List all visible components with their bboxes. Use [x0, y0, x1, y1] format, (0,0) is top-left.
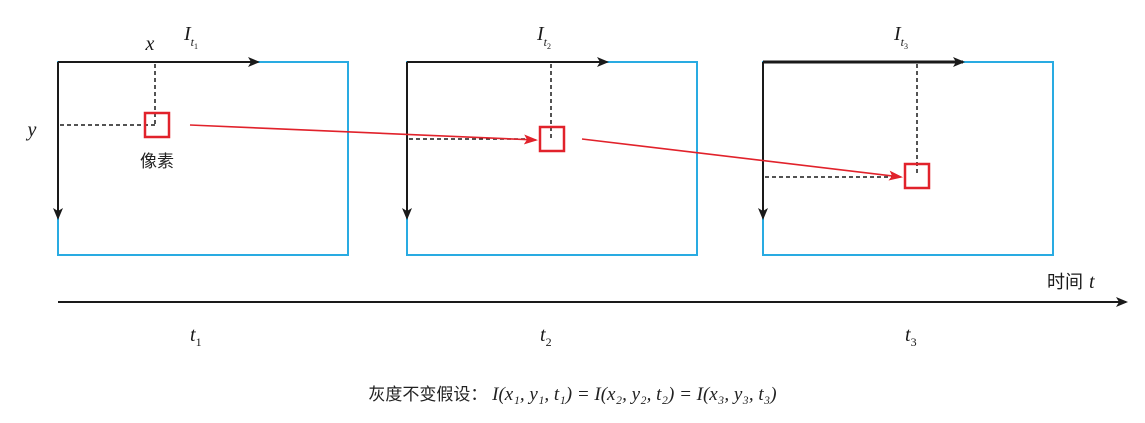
formula-label: 灰度不变假设： — [368, 385, 488, 405]
image-label-3: It3 — [893, 23, 908, 51]
time-label-3: t3 — [905, 324, 917, 349]
pixel-box-1 — [143, 111, 171, 139]
x-axis-label: x — [145, 33, 155, 55]
frame-3: It3 — [758, 23, 1054, 256]
pixel-box-3 — [903, 162, 931, 190]
time-label-2: t2 — [540, 324, 552, 349]
image-label-2: It2 — [536, 23, 551, 51]
frame-1-border — [57, 61, 349, 256]
frame-1: x y 像素 It1 — [26, 23, 349, 256]
y-axis-label: y — [26, 119, 37, 141]
frame-2-border — [406, 61, 698, 256]
motion-arrow-icon — [581, 138, 903, 181]
pixel-box-2 — [538, 125, 566, 153]
image-label-1: It1 — [183, 23, 198, 51]
motion-arrow-icon — [189, 124, 538, 145]
time-label-1: t1 — [190, 324, 202, 349]
brightness-constancy-formula: 灰度不变假设： I(x₁, y₁, t₁) = I(x₂, y₂, t₂) = … — [0, 380, 1145, 406]
frame-3-border — [762, 61, 1054, 256]
formula-expression: I(x₁, y₁, t₁) = I(x₂, y₂, t₂) = I(x₃, y₃… — [492, 384, 777, 405]
frame-2: It2 — [402, 23, 698, 256]
pixel-label: 像素 — [140, 152, 174, 172]
